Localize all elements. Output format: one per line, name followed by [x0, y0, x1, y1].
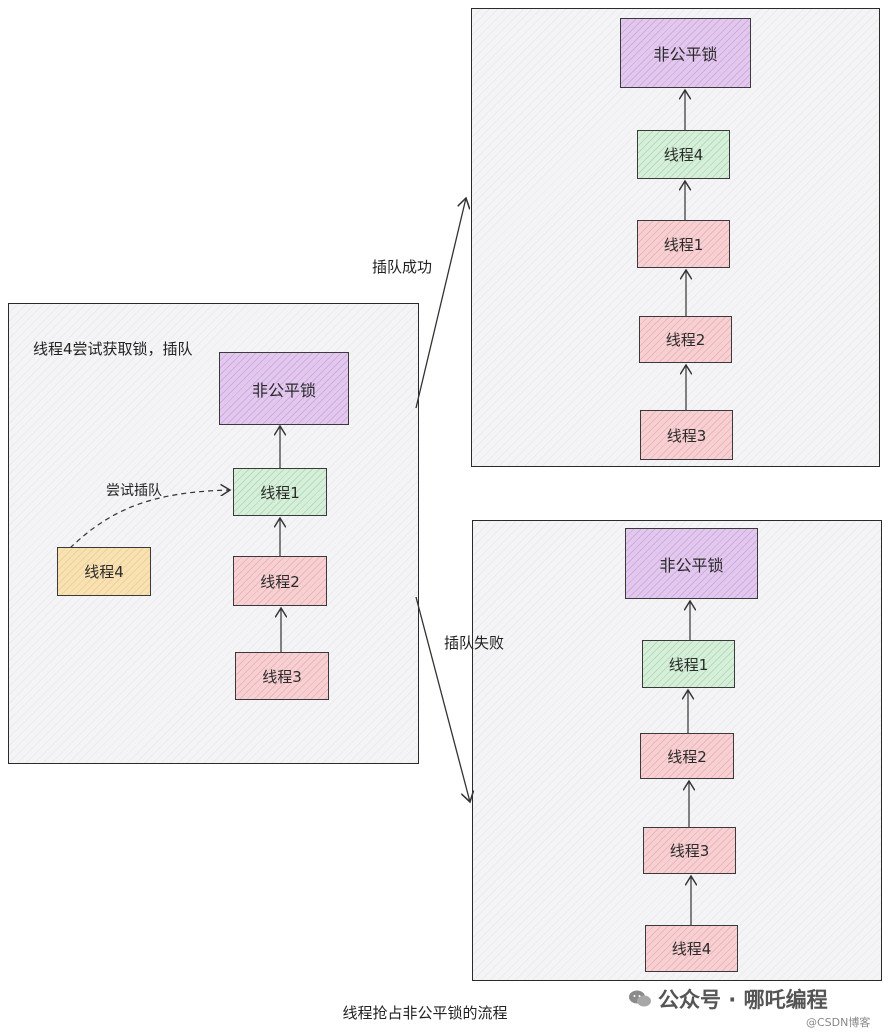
failure-chain-item: 线程4 [645, 925, 738, 972]
thread1-box: 线程1 [233, 468, 327, 516]
failure-label: 插队失败 [444, 634, 505, 652]
success-chain-item: 线程2 [639, 316, 732, 363]
wechat-watermark: 公众号 · 哪吒编程 [628, 984, 828, 1014]
lock-box: 非公平锁 [219, 352, 349, 425]
failure-lock-box: 非公平锁 [625, 528, 758, 599]
wechat-account: 公众号 · 哪吒编程 [658, 988, 828, 1012]
success-chain-item: 线程1 [637, 220, 730, 268]
failure-chain-item: 线程2 [640, 733, 734, 779]
success-chain-item: 线程4 [637, 130, 730, 179]
diagram-caption: 线程抢占非公平锁的流程 [342, 1004, 508, 1022]
thread3-box: 线程3 [235, 652, 329, 700]
success-chain-item: 线程3 [640, 410, 733, 460]
thread4-box: 线程4 [57, 547, 151, 596]
left-panel [8, 303, 419, 764]
success-label: 插队成功 [372, 258, 433, 276]
failure-chain-item: 线程1 [642, 640, 735, 688]
wechat-icon [629, 990, 651, 1007]
success-lock-box: 非公平锁 [620, 18, 751, 88]
csdn-watermark: @CSDN博客 [806, 1016, 871, 1029]
try-insert-label: 尝试插队 [106, 483, 162, 499]
left-panel-title: 线程4尝试获取锁，插队 [33, 340, 193, 358]
thread2-box: 线程2 [233, 556, 327, 606]
failure-chain-item: 线程3 [643, 827, 736, 874]
